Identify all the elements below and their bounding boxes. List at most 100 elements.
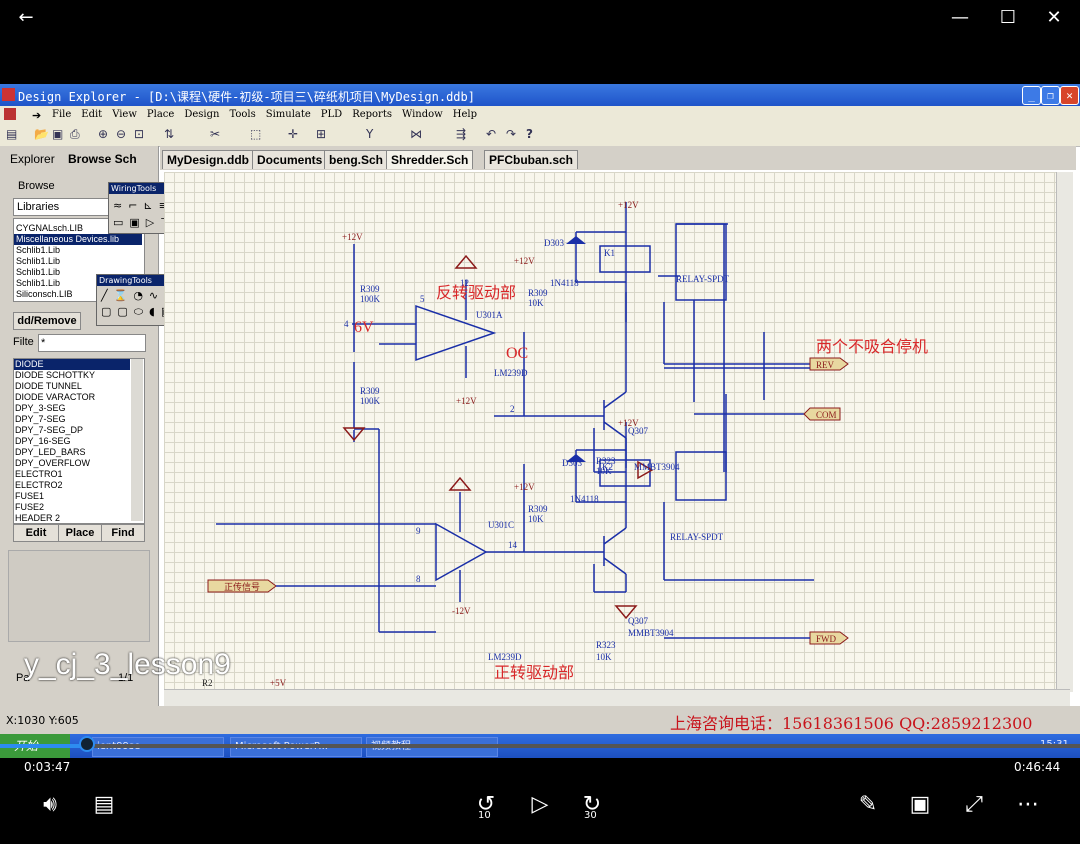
tab-pfcbuban[interactable]: PFCbuban.sch <box>484 150 579 169</box>
component-item[interactable]: DIODE VARACTOR <box>15 392 96 402</box>
play-icon[interactable]: ▷ <box>531 792 549 817</box>
component-item[interactable]: DPY_OVERFLOW <box>15 458 91 468</box>
find-button[interactable]: Find <box>101 524 145 542</box>
library-item[interactable]: Schlib1.Lib <box>16 278 61 288</box>
component-item[interactable]: DPY_16-SEG <box>15 436 71 446</box>
vertical-scrollbar[interactable] <box>1056 172 1073 692</box>
total-duration: 0:46:44 <box>1014 760 1061 774</box>
menu-item[interactable]: Reports <box>352 109 392 120</box>
component-scrollbar[interactable] <box>131 359 143 521</box>
fullscreen-icon[interactable]: ⤢ <box>965 792 983 817</box>
select-icon[interactable]: ⬚ <box>250 127 262 141</box>
more-icon[interactable]: ⋯ <box>1017 792 1039 817</box>
label-v12-a: +12V <box>342 232 363 242</box>
zoom-in-icon[interactable]: ⊕ <box>98 127 109 141</box>
component-item[interactable]: DPY_LED_BARS <box>15 447 86 457</box>
progress-thumb[interactable] <box>79 736 96 752</box>
component-item[interactable]: DIODE TUNNEL <box>15 381 82 391</box>
tab-beng[interactable]: beng.Sch <box>324 150 389 169</box>
component-item[interactable]: ELECTRO2 <box>15 480 63 490</box>
maximize-icon[interactable]: ☐ <box>999 7 1017 28</box>
tab-explorer[interactable]: Explorer <box>10 152 55 166</box>
library-icon[interactable]: ⊞ <box>316 127 327 141</box>
tab-browse-sch[interactable]: Browse Sch <box>68 152 137 166</box>
miniplayer-icon[interactable]: ▣ <box>909 792 931 817</box>
zoom-out-icon[interactable]: ⊖ <box>116 127 127 141</box>
library-item[interactable]: Schlib1.Lib <box>16 256 61 266</box>
library-item[interactable]: CYGNALsch.LIB <box>16 223 84 233</box>
menu-item[interactable]: Help <box>452 109 477 120</box>
menu-item[interactable]: PLD <box>320 109 343 120</box>
label-r309-b: R309 <box>360 386 380 396</box>
tab-mydesign[interactable]: MyDesign.ddb <box>162 150 255 169</box>
rewind-seconds: 10 <box>478 810 491 821</box>
minimize-icon[interactable]: — <box>951 7 969 28</box>
edit-button[interactable]: Edit <box>13 524 59 542</box>
library-item[interactable]: Siliconsch.LIB <box>16 289 73 299</box>
component-item[interactable]: FUSE2 <box>15 502 45 512</box>
forward-seconds: 30 <box>584 810 597 821</box>
move-icon[interactable]: ✛ <box>288 127 299 141</box>
component-item[interactable]: HEADER 2 <box>15 513 61 523</box>
menu-item[interactable]: File <box>52 109 72 120</box>
filter-input[interactable]: * <box>38 334 146 352</box>
print-icon[interactable]: ⎙ <box>70 127 80 141</box>
subtitles-icon[interactable]: ▤ <box>93 792 115 817</box>
add-remove-button[interactable]: dd/Remove <box>13 312 81 330</box>
component-item[interactable]: DPY_7-SEG <box>15 414 66 424</box>
help-icon[interactable]: ? <box>526 127 533 141</box>
tab-documents[interactable]: Documents <box>252 150 328 169</box>
rewind-icon[interactable]: ↺ <box>476 792 496 817</box>
menu-item[interactable]: Place <box>146 109 175 120</box>
hierarchy-icon[interactable]: ⇅ <box>164 127 175 141</box>
menu-item[interactable]: View <box>112 109 137 120</box>
label-pin14: 14 <box>508 540 518 550</box>
library-item[interactable]: Schlib1.Lib <box>16 245 61 255</box>
cut-icon[interactable]: ✂ <box>210 127 221 141</box>
netlist-icon[interactable]: ⋈ <box>410 127 422 141</box>
volume-icon[interactable]: 🔊︎ <box>43 792 57 817</box>
menu-arrow-icon[interactable]: ➔ <box>32 109 42 122</box>
win-minimize-button[interactable]: _ <box>1022 86 1041 105</box>
toolbar-icon[interactable]: ▤ <box>6 127 18 141</box>
place-button[interactable]: Place <box>58 524 102 542</box>
menu-item[interactable]: Window <box>402 109 443 120</box>
redo-icon[interactable]: ↷ <box>506 127 517 141</box>
menu-item[interactable]: Simulate <box>265 109 311 120</box>
progress-track[interactable] <box>0 744 1080 748</box>
open-icon[interactable]: 📂 <box>34 127 49 141</box>
zoom-fit-icon[interactable]: ⊡ <box>134 127 145 141</box>
progress-fill <box>0 744 88 748</box>
forward-icon[interactable]: ↻ <box>582 792 602 817</box>
back-arrow-icon[interactable]: ← <box>18 7 34 28</box>
app-title-bar: Design Explorer - [D:\课程\硬件-初级-项目三\碎纸机项目… <box>0 84 1080 106</box>
component-item[interactable]: FUSE1 <box>15 491 45 501</box>
label-100k-b: 100K <box>360 396 381 406</box>
port-input <box>207 579 277 593</box>
win-restore-button[interactable]: ❐ <box>1041 86 1060 105</box>
left-panel: Explorer Browse Sch Browse Libraries CYG… <box>0 146 159 736</box>
part-label: Pa <box>16 672 30 684</box>
component-item[interactable]: DPY_7-SEG_DP <box>15 425 84 435</box>
component-item[interactable]: DIODE <box>14 359 130 370</box>
close-icon[interactable]: ✕ <box>1046 7 1062 28</box>
win-close-button[interactable]: ✕ <box>1060 86 1079 105</box>
annotate-icon[interactable]: ⇶ <box>456 127 467 141</box>
horizontal-scrollbar[interactable] <box>164 689 1070 706</box>
component-item[interactable]: DIODE SCHOTTKY <box>15 370 96 380</box>
menu-item[interactable]: Design <box>184 109 220 120</box>
probe-icon[interactable]: Y <box>366 127 374 141</box>
schematic-sheet[interactable]: 4 5 12 2 R309 100K R309 100K R309 10K U3… <box>164 172 1070 740</box>
library-item-selected[interactable]: Miscellaneous Devices.lib <box>14 234 142 245</box>
library-item[interactable]: Schlib1.Lib <box>16 267 61 277</box>
save-icon[interactable]: ▣ <box>52 127 64 141</box>
undo-icon[interactable]: ↶ <box>486 127 497 141</box>
component-list[interactable] <box>13 358 145 524</box>
component-item[interactable]: ELECTRO1 <box>15 469 63 479</box>
pen-icon[interactable]: ✎ <box>858 792 878 817</box>
browse-select[interactable]: Libraries <box>13 198 116 216</box>
menu-item[interactable]: Tools <box>229 109 256 120</box>
menu-item[interactable]: Edit <box>81 109 103 120</box>
tab-shredder[interactable]: Shredder.Sch <box>386 150 474 169</box>
component-item[interactable]: DPY_3-SEG <box>15 403 66 413</box>
